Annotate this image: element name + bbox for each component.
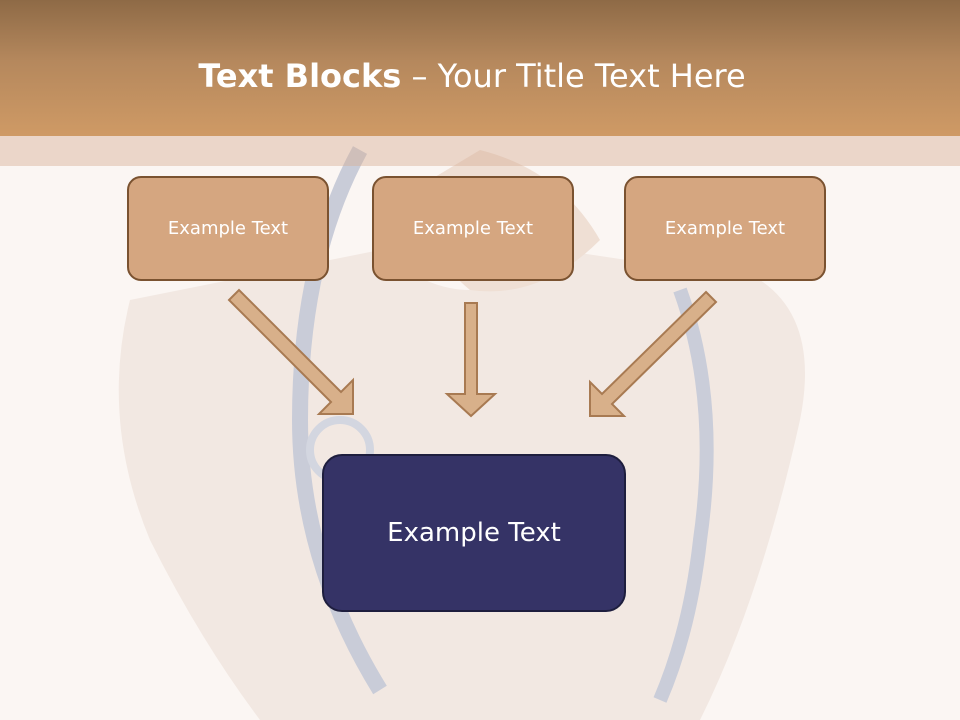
title-dash: – bbox=[401, 57, 438, 95]
text-block-1-label: Example Text bbox=[167, 218, 289, 239]
text-block-1[interactable]: Example Text bbox=[127, 176, 329, 281]
arrow-left-icon bbox=[227, 288, 354, 415]
title-bold: Text Blocks bbox=[198, 57, 402, 95]
arrow-right-icon bbox=[589, 290, 718, 417]
target-block-label: Example Text bbox=[387, 518, 561, 548]
title-rest: Your Title Text Here bbox=[437, 57, 746, 95]
text-block-3-label: Example Text bbox=[664, 218, 786, 239]
title-underline-band bbox=[0, 136, 960, 166]
text-block-2-label: Example Text bbox=[412, 218, 534, 239]
arrow-down-icon bbox=[444, 302, 498, 418]
text-block-2[interactable]: Example Text bbox=[372, 176, 574, 281]
text-block-3[interactable]: Example Text bbox=[624, 176, 826, 281]
target-block[interactable]: Example Text bbox=[322, 454, 626, 612]
page-title: Text Blocks – Your Title Text Here bbox=[0, 54, 944, 98]
title-bar bbox=[0, 0, 960, 136]
